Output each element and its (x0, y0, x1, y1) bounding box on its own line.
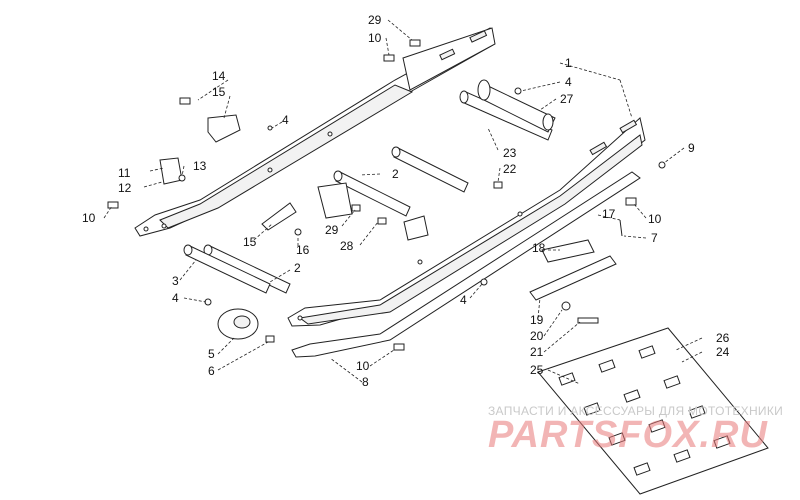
callout-13: 13 (193, 159, 207, 173)
callout-2: 2 (392, 167, 399, 181)
callout-18: 18 (532, 241, 546, 255)
callout-4: 4 (172, 291, 179, 305)
callout-29: 29 (368, 13, 382, 27)
callout-14: 14 (212, 69, 226, 83)
bracket-14 (207, 114, 241, 143)
callout-4: 4 (460, 293, 467, 307)
callout-4: 4 (282, 113, 289, 127)
hardware (107, 39, 666, 351)
bracket-15 (261, 202, 297, 231)
callout-10: 10 (368, 31, 382, 45)
callout-24: 24 (716, 345, 730, 359)
callout-8: 8 (362, 375, 369, 389)
bumper-5 (217, 308, 259, 340)
callout-1: 1 (565, 56, 572, 70)
callout-25: 25 (530, 363, 544, 377)
callout-10: 10 (82, 211, 96, 225)
left-rail (134, 27, 496, 237)
callout-20: 20 (530, 329, 544, 343)
plate-18 (541, 239, 595, 263)
callout-9: 9 (688, 141, 695, 155)
cross-shaft-upper (391, 146, 469, 193)
callout-3: 3 (172, 274, 179, 288)
callout-19: 19 (530, 313, 544, 327)
callout-5: 5 (208, 347, 215, 361)
bracket-28 (317, 182, 429, 241)
watermark-brand-logo: PARTSFOX.RU (488, 414, 768, 456)
track-section (537, 327, 769, 495)
slide-rail (291, 171, 641, 358)
slider-19 (529, 255, 617, 301)
callout-16: 16 (296, 243, 310, 257)
callout-23: 23 (503, 146, 517, 160)
callout-26: 26 (716, 331, 730, 345)
callout-10: 10 (648, 212, 662, 226)
callout-15: 15 (243, 235, 257, 249)
callout-7: 7 (651, 231, 658, 245)
callout-22: 22 (503, 162, 517, 176)
right-rail (287, 117, 646, 327)
rear-shaft (459, 90, 553, 141)
callout-29: 29 (325, 223, 339, 237)
callout-6: 6 (208, 364, 215, 378)
callout-21: 21 (530, 345, 544, 359)
cross-shaft-middle (333, 170, 411, 217)
leader-lines (103, 19, 703, 385)
callout-11: 11 (118, 166, 131, 180)
callout-2: 2 (294, 261, 301, 275)
callout-27: 27 (560, 92, 574, 106)
bracket-11-13 (159, 157, 183, 185)
callout-10: 10 (356, 359, 370, 373)
cross-shaft-lower (203, 244, 291, 294)
watermark-caption: ЗАПЧАСТИ И АКСЕССУАРЫ ДЛЯ МОТОТЕХНИКИ (488, 404, 784, 418)
callout-28: 28 (340, 239, 354, 253)
front-shaft (183, 244, 271, 294)
callout-labels: 29 10 1 4 27 14 15 4 9 11 13 12 23 22 2 … (82, 13, 730, 389)
callout-17: 17 (602, 207, 616, 221)
rear-axle-assembly (477, 79, 556, 133)
callout-12: 12 (118, 181, 132, 195)
callout-4: 4 (565, 75, 572, 89)
callout-15: 15 (212, 85, 226, 99)
